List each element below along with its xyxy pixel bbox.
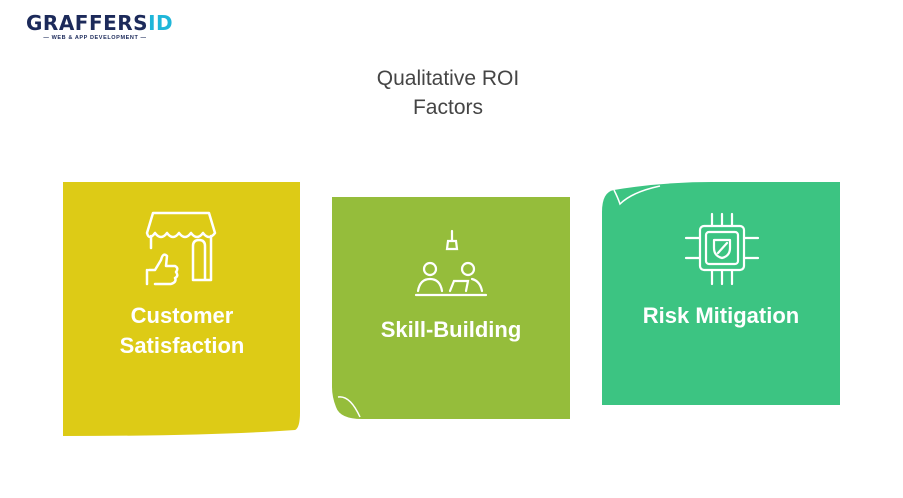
title-line-2: Factors	[412, 96, 483, 119]
card-label-line-2: Satisfaction	[119, 333, 245, 358]
card-background	[332, 197, 570, 419]
chip-shield-icon	[684, 212, 760, 286]
card-skill-building: Skill-Building	[332, 197, 570, 419]
card-label: Customer	[130, 303, 234, 328]
title-line-1: Qualitative ROI	[376, 67, 520, 90]
page-title: Qualitative ROI Factors	[298, 64, 598, 122]
logo-name: GRAFFERS	[26, 11, 149, 35]
storefront-thumbs-up-icon	[145, 211, 217, 286]
card-label: Risk Mitigation	[642, 303, 800, 328]
card-risk-mitigation: Risk Mitigation	[602, 182, 840, 406]
logo-accent: ID	[148, 11, 174, 35]
logo: GRAFFERSID — WEB & APP DEVELOPMENT —	[26, 11, 174, 41]
people-learning-icon	[414, 229, 488, 297]
card-customer-satisfaction: Customer Satisfaction	[63, 182, 301, 436]
card-background	[602, 182, 840, 405]
logo-tagline: WEB & APP DEVELOPMENT	[51, 35, 139, 41]
card-label: Skill-Building	[380, 317, 522, 342]
card-background	[63, 182, 300, 436]
